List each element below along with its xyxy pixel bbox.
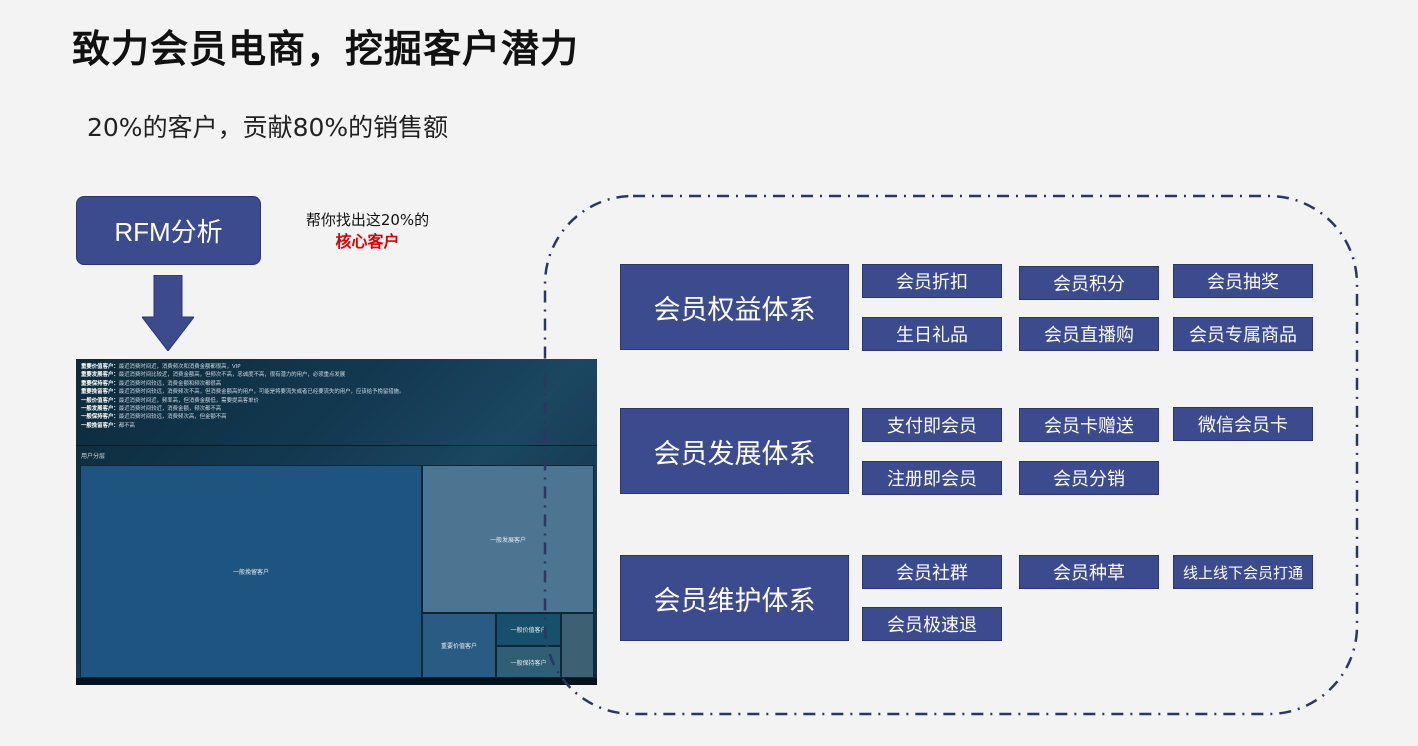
dashboard-bottom-strip xyxy=(76,678,597,685)
legend-line: 一般发展客户：最近消费时间较近，消费金额，频次都不高 xyxy=(81,406,222,413)
chip-maintenance: 会员种草 xyxy=(1019,555,1159,589)
chip-maintenance: 会员极速退 xyxy=(862,607,1002,641)
treemap-panel-label: 用户分层 xyxy=(81,453,106,460)
treemap-segment-general-retain[interactable]: 一般挽留客户 xyxy=(80,465,422,678)
page-subtitle: 20%的客户，贡献80%的销售额 xyxy=(87,113,449,142)
chip-benefit: 会员折扣 xyxy=(862,264,1002,298)
treemap-segment-minor[interactable] xyxy=(561,613,594,678)
legend-line: 重要挽留客户：最近消费时间较远，消费频次不高，但消费金额高的用户，可能是将要流失… xyxy=(81,389,405,396)
segment-label: 重要价值客户 xyxy=(440,643,477,650)
segment-label: 一般发展客户 xyxy=(489,536,526,544)
segment-label: 一般挽留客户 xyxy=(232,569,269,576)
note-core-customer: 核心客户 xyxy=(335,232,400,251)
chip-development: 微信会员卡 xyxy=(1173,407,1313,441)
chip-benefit: 会员抽奖 xyxy=(1173,264,1313,298)
legend-line: 一般挽留客户：都不高 xyxy=(81,422,135,429)
chip-development: 支付即会员 xyxy=(862,408,1002,442)
down-arrow-icon xyxy=(142,275,194,351)
segment-label: 一般价值客户 xyxy=(510,627,547,634)
chip-maintenance: 线上线下会员打通 xyxy=(1173,555,1313,589)
chip-maintenance: 会员社群 xyxy=(862,555,1002,589)
chip-development: 会员分销 xyxy=(1019,461,1159,495)
treemap-segment-general-develop[interactable]: 一般发展客户 xyxy=(422,465,594,613)
chip-benefit: 会员积分 xyxy=(1019,266,1159,300)
rfm-note: 帮你找出这20%的 核心客户 xyxy=(290,210,445,252)
chip-benefit: 会员专属商品 xyxy=(1173,317,1313,351)
dashboard-divider xyxy=(76,445,597,446)
chip-benefit: 生日礼品 xyxy=(862,317,1002,351)
legend-line: 重要保持客户：最近消费时间较远，消费金额和频次都很高 xyxy=(81,380,222,387)
chip-benefit: 会员直播购 xyxy=(1019,317,1159,351)
treemap-segment-general-value[interactable]: 一般价值客户 xyxy=(496,613,561,646)
rfm-analysis-box: RFM分析 xyxy=(76,196,261,265)
treemap-segment-important-value[interactable]: 重要价值客户 xyxy=(422,613,496,678)
legend-line: 重要发展客户：最近消费时间比较近，消费金额高，但频次不高，忠诚度不高，很有潜力的… xyxy=(81,372,346,379)
legend-line: 一般保持客户：最近消费时间较远，消费频次高，但金额不高 xyxy=(81,414,227,421)
system-member-benefits: 会员权益体系 xyxy=(620,264,849,350)
chip-development: 会员卡赠送 xyxy=(1019,408,1159,442)
system-member-maintenance: 会员维护体系 xyxy=(620,555,849,641)
rfm-legend: 重要价值客户：最近消费时间近，消费频次和消费金额都很高，VIP 重要发展客户：最… xyxy=(81,363,591,430)
treemap-segment-general-keep[interactable]: 一般保持客户 xyxy=(496,646,561,678)
rfm-dashboard: 重要价值客户：最近消费时间近，消费频次和消费金额都很高，VIP 重要发展客户：最… xyxy=(76,359,597,685)
legend-line: 一般价值客户：最近消费时间近，频率高，但消费金额低，需要提高客单价 xyxy=(81,397,259,404)
note-line1: 帮你找出这20%的 xyxy=(305,211,430,229)
system-member-development: 会员发展体系 xyxy=(620,408,849,494)
page-title: 致力会员电商，挖掘客户潜力 xyxy=(72,27,580,71)
chip-development: 注册即会员 xyxy=(862,461,1002,495)
segment-label: 一般保持客户 xyxy=(510,659,547,667)
legend-line: 重要价值客户：最近消费时间近，消费频次和消费金额都很高，VIP xyxy=(81,364,241,370)
